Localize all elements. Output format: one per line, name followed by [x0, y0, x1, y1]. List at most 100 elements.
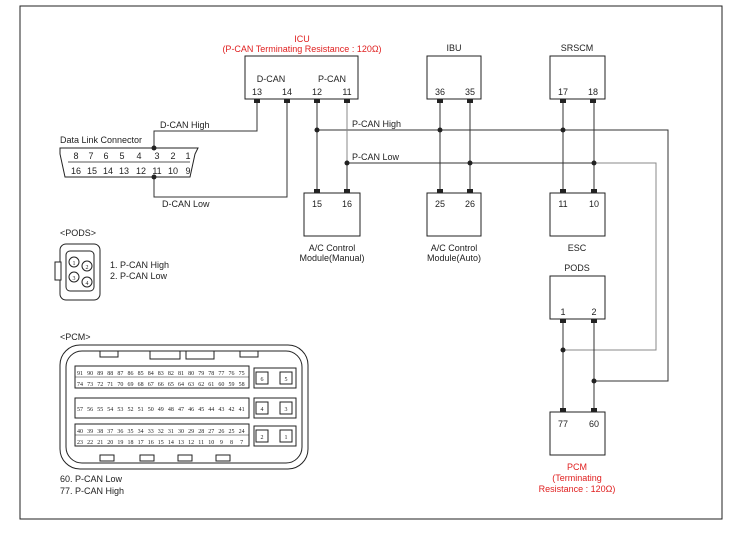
pcm-pin-label: 48 [168, 407, 174, 413]
dcan-low-label: D-CAN Low [162, 199, 210, 209]
pcm-pin-label: 91 [77, 371, 83, 377]
ac-auto-box [426, 192, 482, 237]
pcm-pin-label: 27 [208, 429, 214, 435]
pcm-side-pin: 2 [261, 435, 264, 441]
srscm-title: SRSCM [561, 43, 594, 53]
pcm-legend-2: 77. P-CAN High [60, 486, 124, 496]
pcm-pin-label: 11 [198, 440, 204, 446]
srscm-pin-17: 17 [558, 87, 568, 97]
pcm-pin-label: 28 [198, 429, 204, 435]
pcm-label-1: PCM [567, 462, 587, 472]
dlc-pin: 2 [170, 151, 175, 161]
pcm-pin-60: 60 [589, 419, 599, 429]
pcm-pin-label: 59 [229, 382, 235, 388]
pcm-pin-label: 45 [198, 407, 204, 413]
pods-conn-pin: 1 [73, 261, 76, 267]
pcm-pin-label: 33 [148, 429, 154, 435]
pcm-pin-label: 26 [218, 429, 224, 435]
pcm-pin-label: 60 [218, 382, 224, 388]
pcm-pin-label: 83 [158, 371, 164, 377]
pcm-pin-77: 77 [558, 419, 568, 429]
pcm-pin-label: 49 [158, 407, 164, 413]
dlc-pin: 9 [185, 166, 190, 176]
dlc-pin: 7 [88, 151, 93, 161]
dlc-pin: 4 [136, 151, 141, 161]
pcm-pin-label: 69 [128, 382, 134, 388]
ac-manual-pin-16: 16 [342, 199, 352, 209]
pcm-pin-label: 53 [117, 407, 123, 413]
ac-manual-label-2: Module(Manual) [299, 253, 364, 263]
pcm-pin-label: 77 [218, 371, 224, 377]
icu-title: ICU [294, 34, 310, 44]
pods-box [549, 275, 606, 320]
pods-conn-pin: 3 [73, 276, 76, 282]
pcm-connector-title: <PCM> [60, 332, 91, 342]
pcm-pin-label: 24 [239, 429, 245, 435]
pcm-pin-label: 36 [117, 429, 123, 435]
pcm-pin-label: 23 [77, 440, 83, 446]
pcm-side-pin: 4 [261, 407, 264, 413]
pcm-pin-label: 64 [178, 382, 184, 388]
pcm-pin-label: 10 [208, 440, 214, 446]
page-border [19, 5, 723, 520]
pcm-pin-label: 86 [128, 371, 134, 377]
pcm-pin-label: 7 [240, 440, 243, 446]
dlc-pin: 10 [168, 166, 178, 176]
ibu-pin-36: 36 [435, 87, 445, 97]
pcm-pin-label: 57 [77, 407, 83, 413]
icu-box [244, 55, 359, 100]
pcm-pin-label: 37 [107, 429, 113, 435]
ac-auto-label-2: Module(Auto) [427, 253, 481, 263]
pcm-pin-label: 18 [128, 440, 134, 446]
icu-pin-11: 11 [342, 87, 351, 97]
dcan-low-wire [153, 103, 288, 198]
pcm-pin-label: 14 [168, 440, 174, 446]
pcm-legend-1: 60. P-CAN Low [60, 474, 123, 484]
pcm-pin-label: 40 [77, 429, 83, 435]
dlc-title: Data Link Connector [60, 135, 142, 145]
icu-subtitle: (P-CAN Terminating Resistance : 120Ω) [222, 44, 381, 54]
pcm-pin-label: 41 [239, 407, 245, 413]
pcm-pin-label: 88 [107, 371, 113, 377]
icu-pin-12: 12 [312, 87, 322, 97]
pcm-pin-label: 89 [97, 371, 103, 377]
pcm-pin-label: 30 [178, 429, 184, 435]
pcm-pin-label: 58 [239, 382, 245, 388]
dlc-row1: 8 7 6 5 4 3 2 1 [73, 151, 190, 161]
pcm-pin-label: 66 [158, 382, 164, 388]
pcm-pin-label: 15 [158, 440, 164, 446]
pods-connector-drawing: 1 2 3 4 [54, 243, 101, 301]
pcm-label-3: Resistance : 120Ω) [539, 484, 616, 494]
ac-manual-box [303, 192, 361, 237]
pcm-box [549, 411, 606, 456]
pcm-pin-label: 82 [168, 371, 174, 377]
pcm-side-pin: 1 [285, 435, 288, 441]
pcm-pin-label: 21 [97, 440, 103, 446]
pcm-pin-label: 39 [87, 429, 93, 435]
icu-dcan-label: D-CAN [257, 74, 286, 84]
esc-pin-11: 11 [558, 199, 567, 209]
pcm-pin-label: 13 [178, 440, 184, 446]
pcan-high-bus [316, 103, 669, 382]
pcm-pin-label: 90 [87, 371, 93, 377]
srscm-pin-18: 18 [588, 87, 598, 97]
pcm-side-pin: 3 [285, 407, 288, 413]
ac-manual-pin-15: 15 [312, 199, 322, 209]
pcm-pin-label: 71 [107, 382, 113, 388]
icu-pcan-label: P-CAN [318, 74, 346, 84]
pcm-side-pin: 6 [261, 377, 264, 383]
pcm-pin-label: 38 [97, 429, 103, 435]
pcm-pin-label: 81 [178, 371, 184, 377]
ibu-pin-35: 35 [465, 87, 475, 97]
pcm-pin-label: 62 [198, 382, 204, 388]
pcm-pin-label: 74 [77, 382, 83, 388]
srscm-box [549, 55, 606, 100]
dcan-high-wire [153, 103, 258, 148]
ac-manual-label-1: A/C Control [309, 243, 356, 253]
dcan-high-label: D-CAN High [160, 120, 210, 130]
pcm-pin-label: 87 [117, 371, 123, 377]
pcm-pin-label: 72 [97, 382, 103, 388]
